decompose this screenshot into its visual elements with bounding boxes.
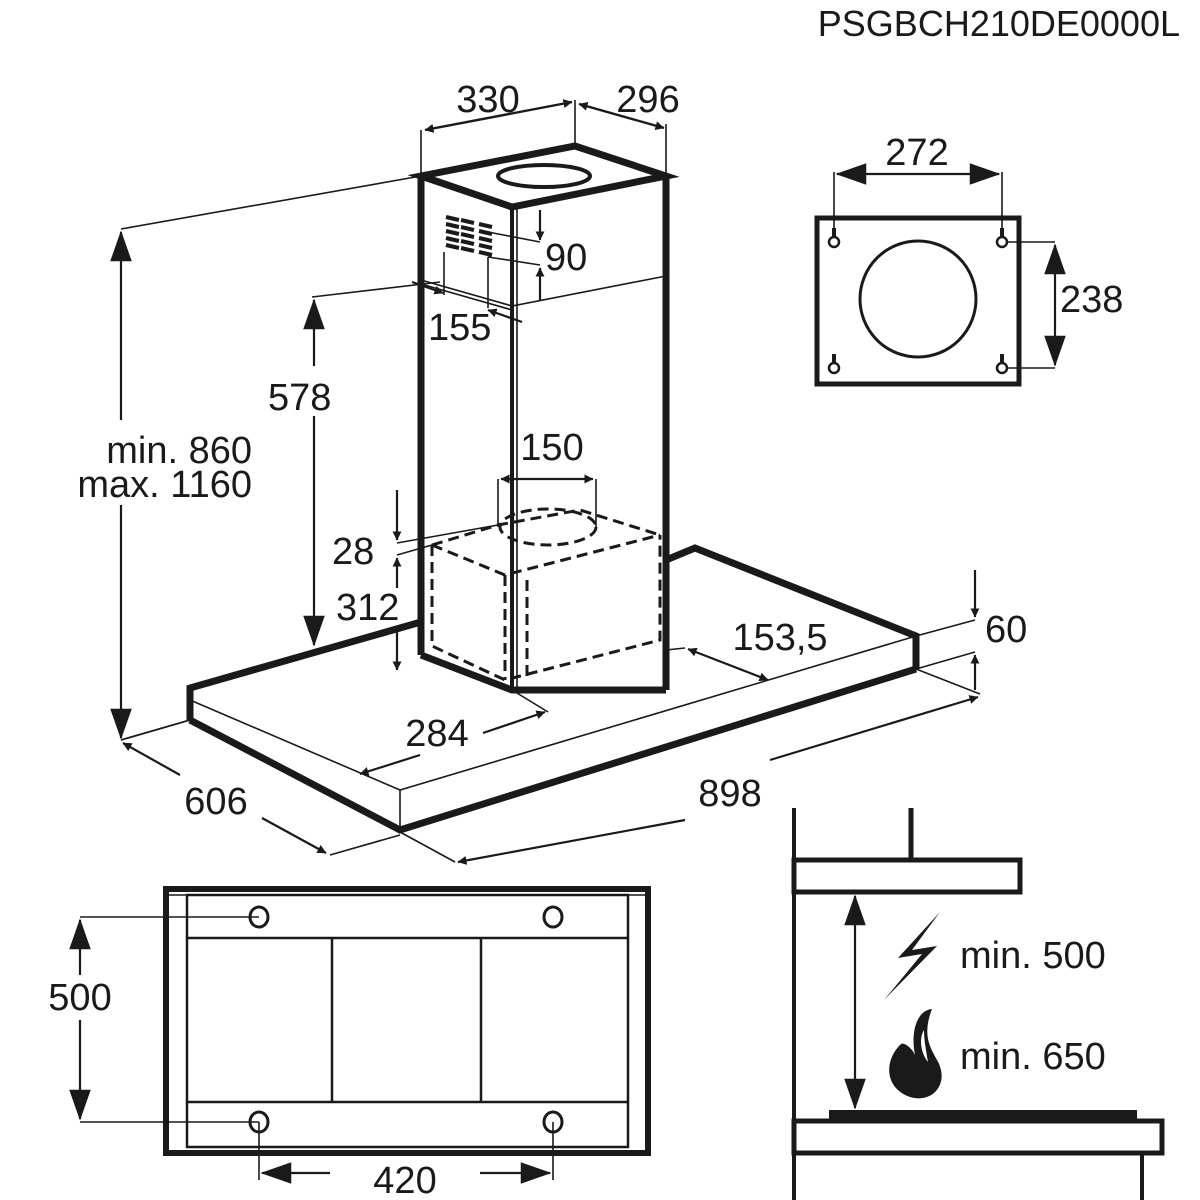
flame-icon	[889, 1009, 942, 1099]
chimney-top	[407, 142, 680, 211]
dim-bottom-depth: 500	[48, 977, 111, 1019]
lightning-icon	[884, 912, 940, 1000]
dim-canopy-depth: 606	[184, 781, 247, 823]
dim-total-height-max: max. 1160	[77, 464, 252, 506]
dim-vent-offset: 90	[545, 237, 587, 279]
model-code: PSGBCH210DE0000L	[818, 3, 1180, 44]
dim-motor-gap: 28	[332, 531, 374, 573]
dim-duct-diameter: 150	[520, 427, 583, 469]
dim-chimney-depth: 296	[616, 79, 679, 121]
hood-isometric-view: 330 296 90 155 578 min. 860 max. 1160 15…	[77, 79, 1027, 865]
motor-box-hidden	[430, 507, 662, 682]
dim-canopy-width: 898	[698, 773, 761, 815]
mounting-hole-icon	[248, 905, 564, 1134]
chimney-top-opening	[496, 163, 592, 189]
dim-front-offset: 284	[405, 713, 468, 755]
dim-motor-height: 312	[336, 587, 399, 629]
dim-chimney-width: 330	[456, 79, 519, 121]
dim-chimney-height: 578	[268, 377, 331, 419]
dim-vent-width: 155	[428, 307, 491, 349]
gas-clearance-label: min. 650	[960, 1036, 1106, 1078]
dim-side-offset: 153,5	[732, 617, 827, 659]
dim-bracket-horizontal: 272	[885, 132, 948, 174]
dim-bottom-width: 420	[373, 1160, 436, 1200]
dim-total-height-min: min. 860	[106, 430, 252, 472]
installation-clearance-view: min. 500 min. 650	[791, 808, 1165, 1200]
keyhole-icon	[827, 228, 1009, 375]
hood-bottom-view: 500 420	[48, 886, 651, 1200]
vent-slots	[445, 215, 493, 257]
ceiling-bracket-view: 272 238	[814, 132, 1123, 387]
canopy-right-edge	[664, 544, 920, 669]
canopy-left-edge	[186, 618, 422, 720]
dim-bracket-vertical: 238	[1060, 279, 1123, 321]
electric-clearance-label: min. 500	[960, 935, 1106, 977]
dim-canopy-thickness: 60	[985, 609, 1027, 651]
